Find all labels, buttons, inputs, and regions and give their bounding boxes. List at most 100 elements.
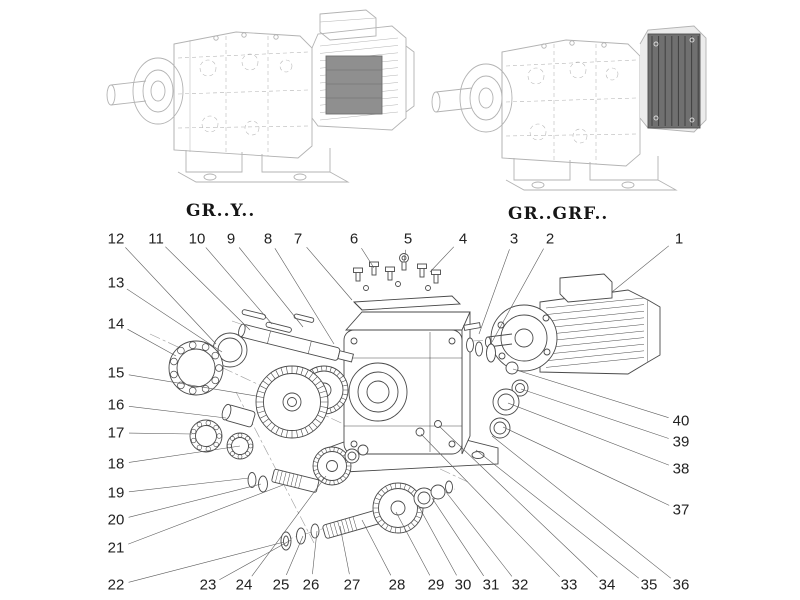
shaft-key	[265, 321, 292, 333]
leader-line-28	[361, 519, 392, 576]
motor-body	[311, 25, 407, 131]
part-number-4: 4	[457, 230, 469, 248]
part-number-35: 35	[639, 576, 659, 594]
part-number-36: 36	[671, 576, 691, 594]
roller-bearing	[168, 340, 224, 396]
part-number-30: 30	[453, 576, 473, 594]
leader-line-29	[395, 511, 431, 576]
cover-bolt	[431, 269, 441, 284]
part-number-1: 1	[673, 230, 685, 248]
leader-line-18	[128, 445, 241, 463]
helical-gear-large	[255, 365, 329, 439]
mounting-foot	[261, 148, 331, 173]
leader-line-40	[512, 368, 669, 418]
assembled-view-gr-y	[106, 9, 415, 183]
part-number-33: 33	[559, 576, 579, 594]
part-number-12: 12	[106, 230, 126, 248]
mounting-foot	[513, 158, 571, 181]
parallel-key	[241, 309, 267, 320]
part-number-3: 3	[508, 230, 520, 248]
part-number-15: 15	[106, 364, 126, 382]
part-number-38: 38	[671, 460, 691, 478]
intermediate-gear	[312, 446, 352, 486]
gear-housing-outline	[173, 31, 313, 159]
leader-line-7	[306, 247, 353, 301]
leader-line-4	[429, 246, 455, 273]
leader-line-16	[128, 406, 227, 419]
output-flange	[459, 63, 513, 133]
input-side-parts	[463, 322, 529, 439]
part-number-26: 26	[301, 576, 321, 594]
leader-line-24	[251, 475, 327, 577]
leader-line-21	[128, 484, 284, 545]
part-number-14: 14	[106, 315, 126, 333]
leader-line-34	[438, 425, 598, 578]
part-number-25: 25	[271, 576, 291, 594]
cover-bolt	[369, 261, 379, 276]
leader-line-31	[431, 497, 484, 577]
mounting-foot	[185, 150, 243, 173]
output-shaft-assembly	[168, 309, 354, 396]
leader-line-10	[205, 247, 273, 325]
leader-line-17	[128, 432, 193, 435]
motor-fins	[545, 297, 645, 368]
leader-line-35	[475, 449, 639, 579]
part-number-7: 7	[292, 230, 304, 248]
part-number-6: 6	[348, 230, 360, 248]
variant-label-gr-grf: GR..GRF..	[508, 204, 609, 224]
hidden-lines	[177, 36, 309, 156]
leader-line-33	[420, 433, 561, 578]
fan-cover	[647, 299, 661, 363]
part-number-32: 32	[510, 576, 530, 594]
motor-stator	[325, 55, 383, 115]
leader-line-13	[126, 288, 223, 353]
pinion-shaft	[271, 468, 320, 493]
leader-line-6	[361, 247, 375, 269]
primary-gears	[255, 365, 349, 439]
part-number-34: 34	[597, 576, 617, 594]
mounting-foot	[589, 156, 659, 181]
part-number-18: 18	[106, 455, 126, 473]
part-number-19: 19	[106, 484, 126, 502]
part-number-16: 16	[106, 396, 126, 414]
leader-lines	[124, 245, 671, 583]
motor	[484, 273, 661, 375]
fan-cover	[405, 45, 415, 113]
part-number-37: 37	[671, 501, 691, 519]
leader-line-39	[520, 388, 669, 439]
part-number-39: 39	[671, 433, 691, 451]
output-shaft-lower-assembly	[280, 480, 453, 551]
leader-line-38	[507, 402, 670, 466]
part-number-11: 11	[147, 230, 165, 248]
part-number-40: 40	[671, 412, 691, 430]
part-number-24: 24	[234, 576, 254, 594]
lower-gear	[372, 482, 424, 534]
leader-line-12	[124, 246, 217, 345]
leader-line-26	[312, 530, 318, 575]
part-number-9: 9	[225, 230, 237, 248]
leader-line-9	[238, 247, 304, 328]
ball-bearing	[189, 419, 223, 453]
leader-line-15	[128, 374, 257, 397]
leader-line-22	[128, 541, 285, 583]
input-key	[463, 322, 481, 331]
part-number-2: 2	[544, 230, 556, 248]
intermediate-shaft-assembly	[247, 444, 369, 493]
part-number-21: 21	[106, 539, 126, 557]
part-number-29: 29	[426, 576, 446, 594]
part-number-27: 27	[342, 576, 362, 594]
variant-label-gr-y: GR..Y..	[186, 201, 256, 221]
terminal-box	[559, 273, 613, 303]
terminal-box	[319, 9, 377, 41]
leader-line-37	[502, 426, 670, 506]
leader-line-20	[128, 483, 262, 518]
leader-line-19	[128, 477, 250, 493]
block-fins	[651, 36, 699, 126]
part-number-10: 10	[187, 230, 207, 248]
drain-plug	[415, 427, 425, 437]
leader-line-27	[339, 525, 350, 575]
leader-line-5	[403, 249, 407, 263]
